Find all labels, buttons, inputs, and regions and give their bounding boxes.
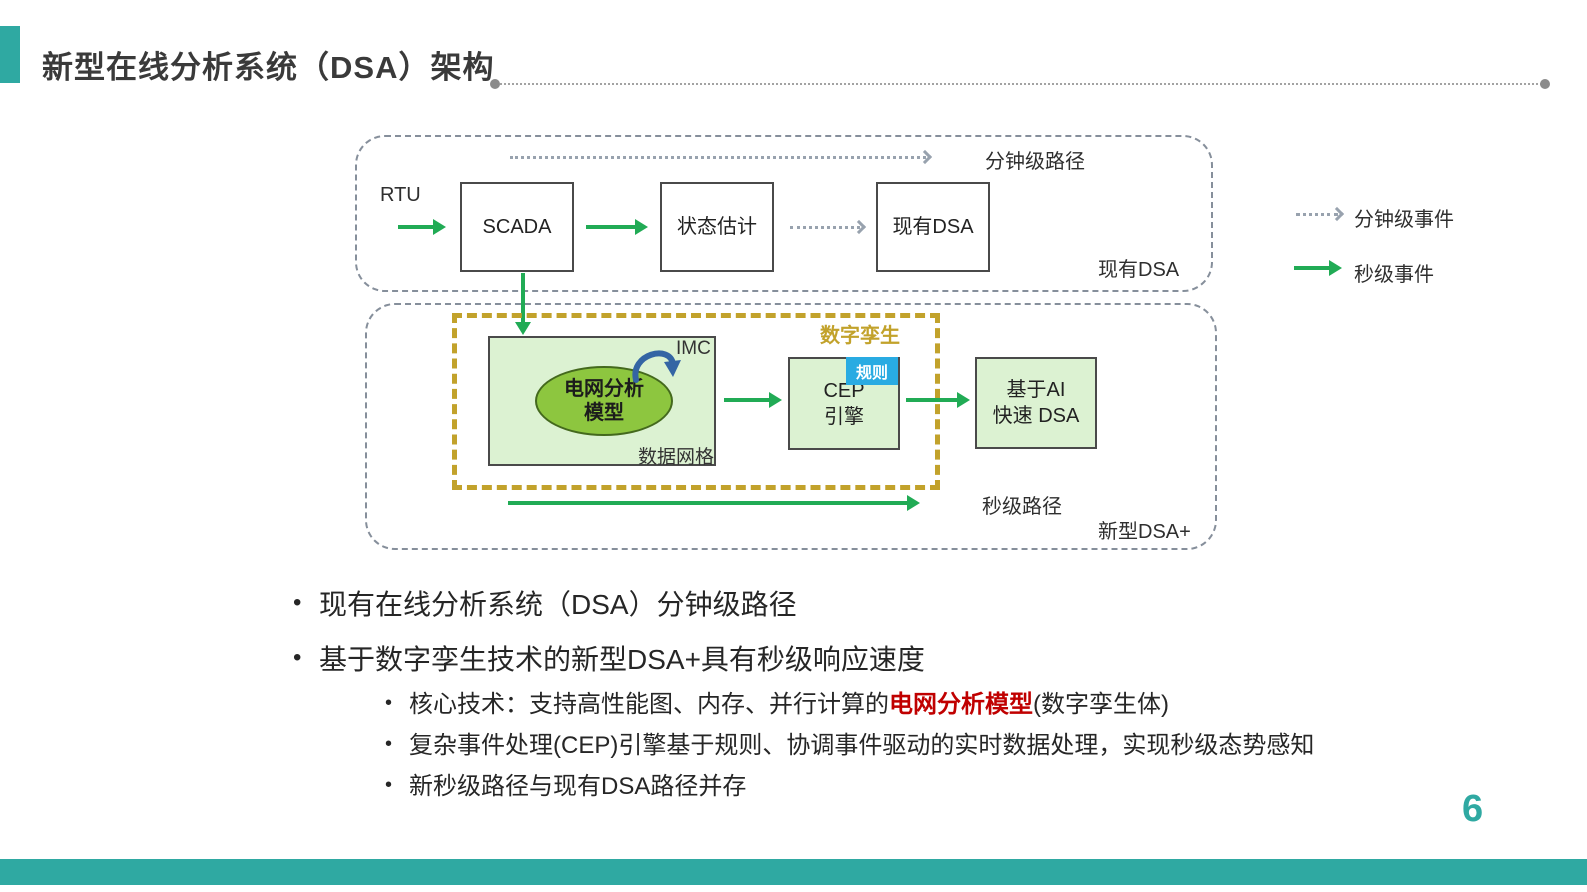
legend-minute-arrow: [1296, 206, 1345, 222]
data-grid-box: [488, 336, 716, 466]
legend-second-label: 秒级事件: [1354, 264, 1434, 286]
bullet-existing-path: 现有在线分析系统（DSA）分钟级路径: [285, 586, 1555, 624]
node-state-estimation-label: 状态估计: [677, 216, 757, 238]
subbullet-core-tech-post: (数字孪生体): [1033, 690, 1169, 718]
page-number: 6: [1462, 788, 1484, 830]
ai-label-line1: 基于AI: [1006, 379, 1066, 401]
bullet-new-dsa-text: 基于数字孪生技术的新型DSA+具有秒级响应速度: [319, 643, 925, 675]
bullet-new-dsa: 基于数字孪生技术的新型DSA+具有秒级响应速度 核心技术：支持高性能图、内存、并…: [285, 641, 1555, 804]
grid-analysis-model-ellipse: 电网分析 模型: [535, 366, 673, 436]
leader-dot-right: [1540, 79, 1550, 89]
node-scada: SCADA: [460, 182, 574, 272]
ai-dsa-box: 基于AI 快速 DSA: [975, 357, 1097, 449]
minute-path-arrow: [510, 149, 933, 165]
subbullet-cep: 复杂事件处理(CEP)引擎基于规则、协调事件驱动的实时数据处理，实现秒级态势感知: [379, 730, 1555, 762]
new-dsa-group-label: 新型DSA+: [1098, 521, 1191, 543]
cep-label-line2: 引擎: [824, 405, 864, 428]
cep-label-line1: CEP: [823, 379, 865, 402]
arrow-state-to-existing-dsa: [790, 219, 867, 235]
new-dsa-group: [365, 303, 1217, 550]
existing-dsa-group-label: 现有DSA: [1098, 259, 1180, 281]
ai-label-line2: 快速 DSA: [992, 405, 1080, 427]
leader-dot-left: [490, 79, 500, 89]
footer-bar: [0, 859, 1587, 885]
rtu-label: RTU: [380, 184, 421, 206]
imc-loop-arrow-icon: [632, 350, 681, 383]
arrow-rtu-to-scada: [398, 219, 446, 235]
bullet-existing-path-text: 现有在线分析系统（DSA）分钟级路径: [319, 589, 797, 620]
rule-tag: 规则: [846, 357, 898, 385]
subbullet-core-tech: 核心技术：支持高性能图、内存、并行计算的电网分析模型(数字孪生体): [379, 689, 1555, 721]
title-accent-bar: [0, 26, 20, 83]
arrow-cep-to-ai: [906, 392, 970, 408]
subbullet-coexist: 新秒级路径与现有DSA路径并存: [379, 771, 1555, 803]
node-existing-dsa: 现有DSA: [876, 182, 990, 272]
node-state-estimation: 状态估计: [660, 182, 774, 272]
node-existing-dsa-label: 现有DSA: [892, 216, 974, 238]
arrow-scada-to-state: [586, 219, 648, 235]
minute-path-label: 分钟级路径: [985, 151, 1085, 173]
subbullet-core-tech-pre: 核心技术：支持高性能图、内存、并行计算的: [409, 690, 889, 718]
model-label-line1: 电网分析: [564, 378, 644, 400]
model-label-line2: 模型: [584, 402, 624, 424]
subbullet-coexist-text: 新秒级路径与现有DSA路径并存: [409, 773, 747, 801]
second-path-arrow: [508, 495, 920, 511]
digital-twin-label: 数字孪生: [820, 325, 900, 347]
arrow-scada-to-digital-twin: [515, 273, 531, 335]
imc-label: IMC: [676, 338, 711, 359]
arrow-grid-to-cep: [724, 392, 782, 408]
second-path-label: 秒级路径: [982, 496, 1062, 518]
page-title: 新型在线分析系统（DSA）架构: [42, 50, 495, 85]
data-grid-label: 数据网格: [638, 447, 715, 468]
subbullet-cep-text: 复杂事件处理(CEP)引擎基于规则、协调事件驱动的实时数据处理，实现秒级态势感知: [409, 731, 1315, 759]
existing-dsa-group: [355, 135, 1213, 292]
title-leader-line: [500, 83, 1542, 85]
subbullet-core-tech-highlight: 电网分析模型: [889, 690, 1033, 718]
bullet-section: 现有在线分析系统（DSA）分钟级路径 基于数字孪生技术的新型DSA+具有秒级响应…: [285, 586, 1555, 821]
legend-minute-label: 分钟级事件: [1354, 209, 1454, 231]
legend-second-arrow: [1294, 260, 1342, 276]
node-scada-label: SCADA: [482, 216, 552, 238]
